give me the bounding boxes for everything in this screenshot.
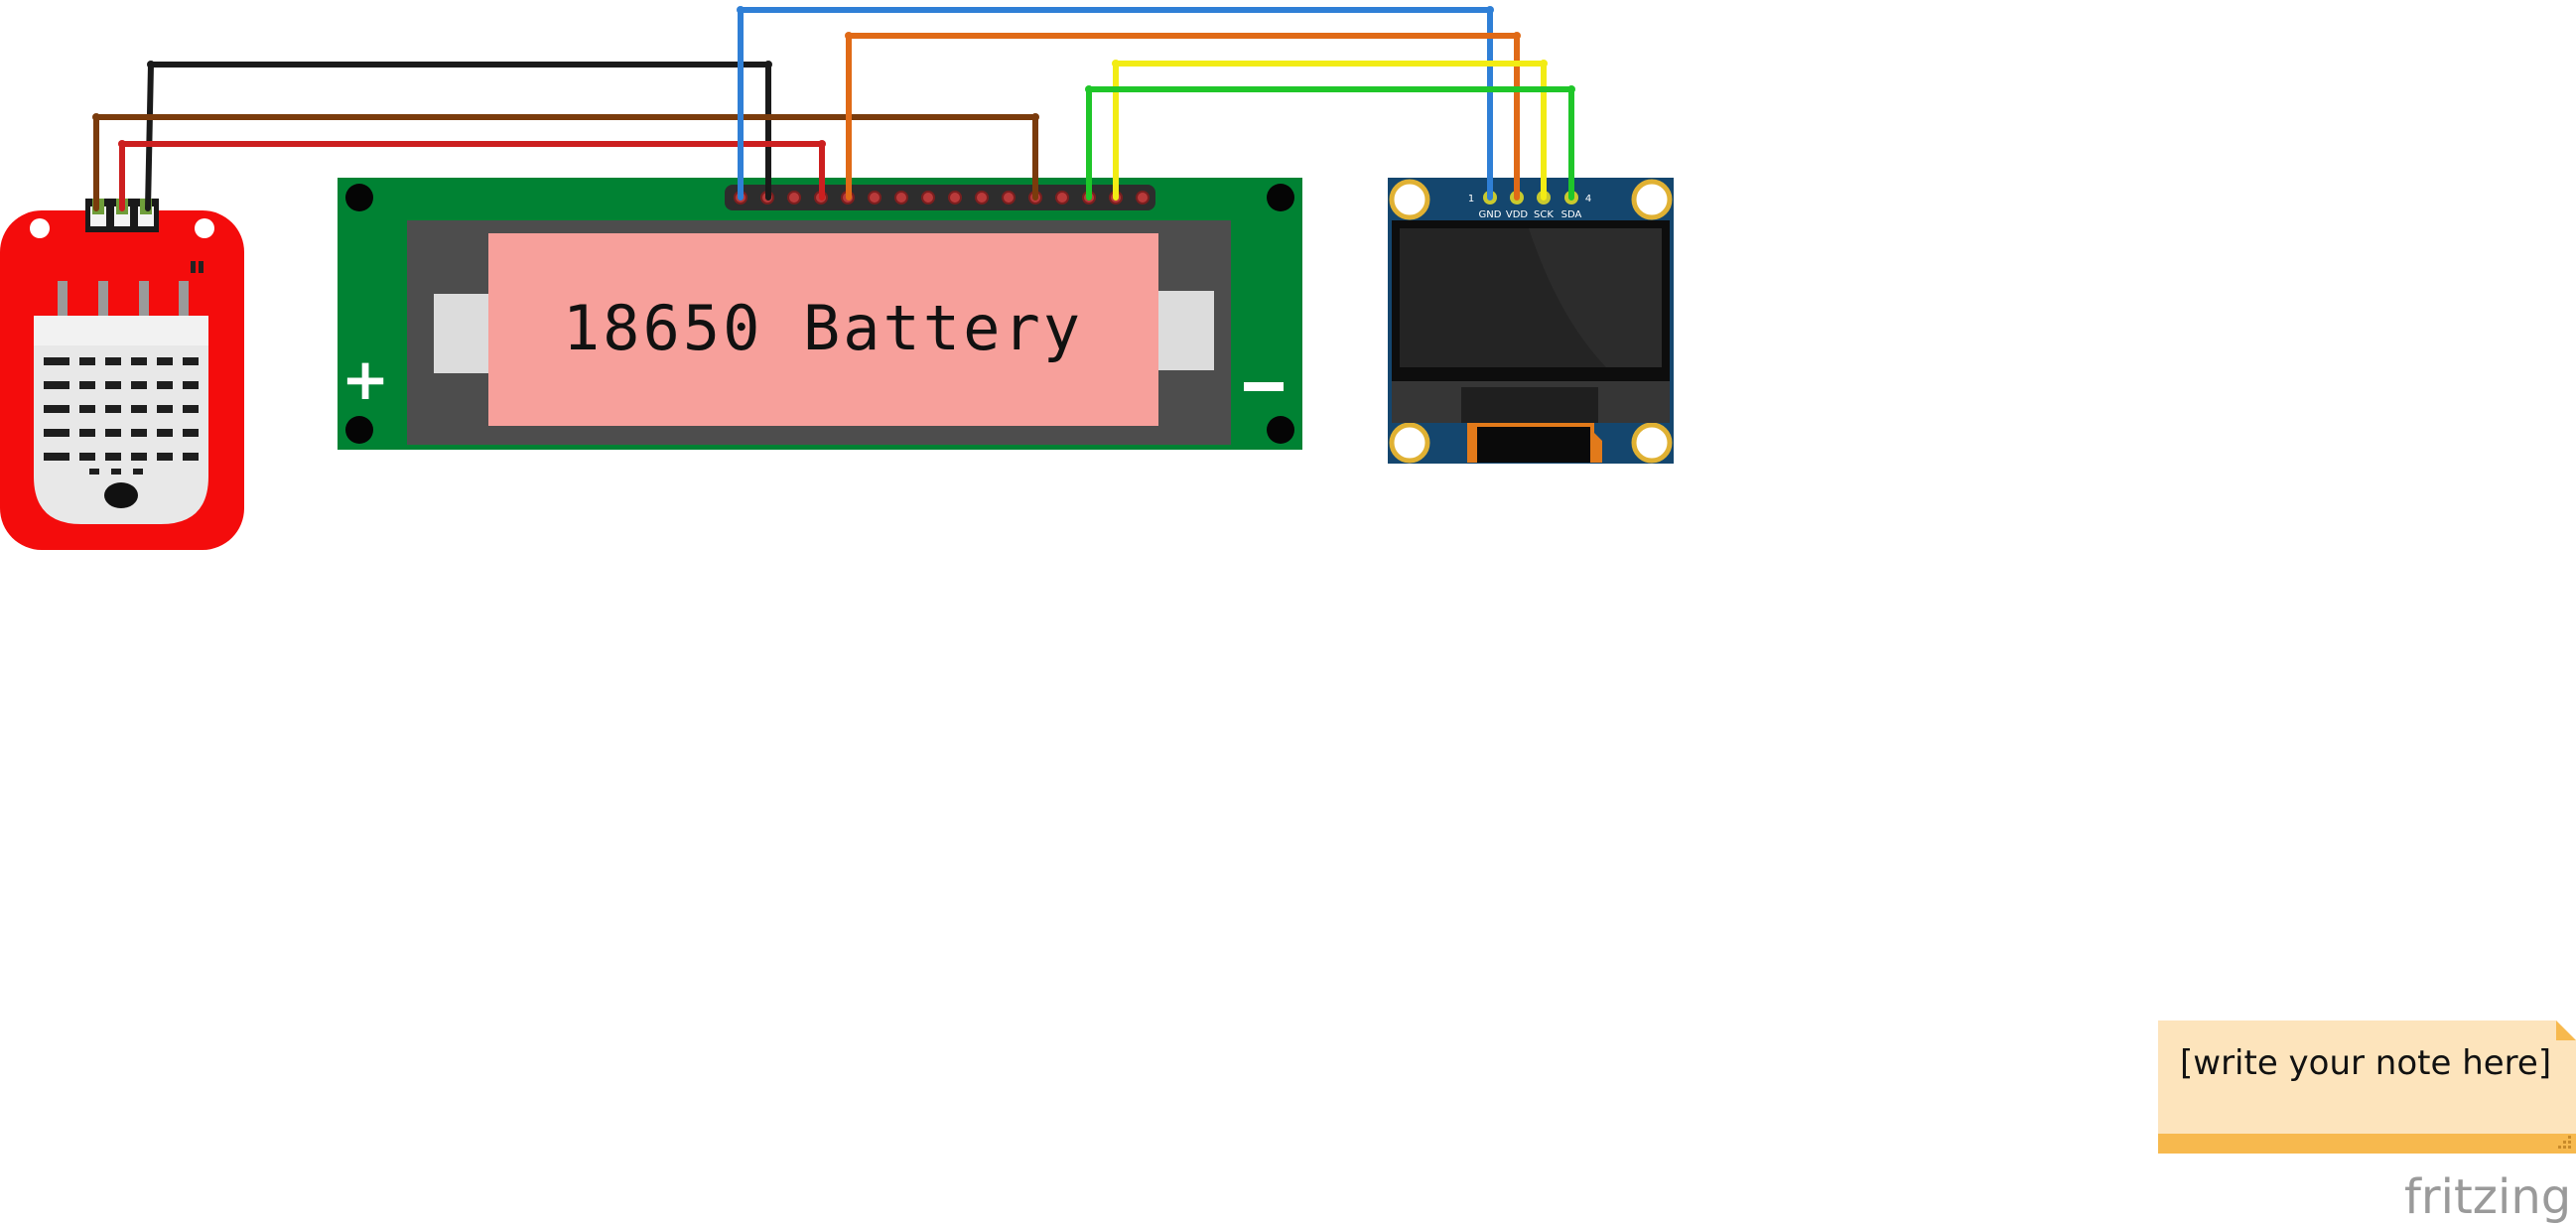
oled-pin-label-sda: SDA bbox=[1561, 209, 1582, 220]
note-bottom-bar bbox=[2158, 1134, 2576, 1154]
sensor-leg bbox=[58, 281, 68, 321]
battery-header-pin[interactable] bbox=[975, 191, 989, 204]
battery-minus-symbol bbox=[1244, 382, 1284, 391]
wires bbox=[93, 7, 1574, 211]
oled-pin-label-gnd: GND bbox=[1479, 209, 1502, 220]
sensor-leg bbox=[139, 281, 149, 321]
battery-header-pin[interactable] bbox=[894, 191, 908, 204]
oled-flex-cable-cover bbox=[1477, 427, 1590, 463]
battery-header-pin[interactable] bbox=[1055, 191, 1069, 204]
oled-screen-glare bbox=[1529, 228, 1662, 367]
battery-header-pin[interactable] bbox=[787, 191, 801, 204]
battery-cell bbox=[488, 233, 1158, 426]
battery-header-pin[interactable] bbox=[1002, 191, 1016, 204]
wire-black[interactable] bbox=[145, 62, 771, 211]
wire-green[interactable] bbox=[1086, 86, 1574, 201]
oled-display-module[interactable]: 1 4 GND VDD SCK SDA bbox=[1388, 178, 1674, 464]
battery-mount-hole bbox=[1267, 184, 1294, 211]
sensor-leg bbox=[179, 281, 189, 321]
sensor-mount-hole-left bbox=[30, 218, 50, 238]
wire-bend-point[interactable] bbox=[118, 140, 126, 148]
oled-ribbon bbox=[1461, 387, 1598, 423]
note-body bbox=[2158, 1020, 2576, 1154]
battery-mount-hole bbox=[345, 416, 373, 444]
battery-mount-hole bbox=[345, 184, 373, 211]
battery-label: 18650 Battery bbox=[563, 292, 1083, 364]
battery-module[interactable]: 18650 Battery + bbox=[338, 178, 1302, 450]
oled-pin-index-first: 1 bbox=[1468, 194, 1474, 204]
wire-brown[interactable] bbox=[93, 114, 1038, 211]
note-text[interactable]: [write your note here] bbox=[2180, 1043, 2551, 1083]
wire-bend-point[interactable] bbox=[92, 113, 100, 121]
wire-bend-point[interactable] bbox=[818, 140, 826, 148]
note-corner bbox=[2556, 1020, 2576, 1040]
battery-mount-hole bbox=[1267, 416, 1294, 444]
note-resize-grip[interactable] bbox=[2558, 1136, 2571, 1149]
battery-header-pin[interactable] bbox=[921, 191, 935, 204]
note[interactable]: [write your note here] bbox=[2158, 1020, 2576, 1154]
oled-mount-hole bbox=[1389, 179, 1430, 220]
wire-yellow[interactable] bbox=[1113, 61, 1547, 201]
battery-header-pin[interactable] bbox=[1136, 191, 1150, 204]
wire-bend-point[interactable] bbox=[1112, 60, 1120, 68]
wire-bend-point[interactable] bbox=[1540, 60, 1548, 68]
battery-header-pin[interactable] bbox=[868, 191, 881, 204]
oled-mount-hole bbox=[1631, 179, 1673, 220]
sensor-mount-hole-right bbox=[195, 218, 214, 238]
sensor-hole bbox=[104, 482, 138, 508]
wire-bend-point[interactable] bbox=[1513, 32, 1521, 40]
wire-bend-point[interactable] bbox=[737, 6, 745, 14]
dht-sensor-module[interactable] bbox=[0, 199, 244, 550]
wire-joints bbox=[92, 6, 1575, 148]
oled-pin-label-sck: SCK bbox=[1534, 209, 1554, 220]
battery-contact-left bbox=[434, 294, 491, 373]
wire-blue[interactable] bbox=[738, 7, 1493, 201]
wire-bend-point[interactable] bbox=[1085, 85, 1093, 93]
wire-bend-point[interactable] bbox=[147, 61, 155, 68]
wire-bend-point[interactable] bbox=[1031, 113, 1039, 121]
sensor-smd-part bbox=[199, 261, 203, 273]
oled-mount-hole bbox=[1631, 422, 1673, 464]
oled-mount-hole bbox=[1389, 422, 1430, 464]
battery-pin-header bbox=[725, 185, 1155, 210]
oled-pin-index-last: 4 bbox=[1585, 194, 1591, 204]
wire-bend-point[interactable] bbox=[1486, 6, 1494, 14]
battery-header-pin[interactable] bbox=[948, 191, 962, 204]
wire-bend-point[interactable] bbox=[1567, 85, 1575, 93]
wire-bend-point[interactable] bbox=[845, 32, 853, 40]
battery-contact-right bbox=[1156, 291, 1214, 370]
sensor-housing-top bbox=[34, 316, 208, 345]
battery-plus-symbol: + bbox=[341, 345, 390, 413]
oled-pin-label-vdd: VDD bbox=[1506, 209, 1529, 220]
fritzing-logo: fritzing bbox=[2404, 1169, 2571, 1224]
wire-orange[interactable] bbox=[846, 33, 1520, 201]
sensor-housing bbox=[34, 316, 208, 524]
sensor-smd-part bbox=[191, 261, 196, 273]
wire-bend-point[interactable] bbox=[764, 61, 772, 68]
wire-red[interactable] bbox=[119, 141, 825, 211]
sensor-leg bbox=[98, 281, 108, 321]
sensor-vent-grid bbox=[44, 357, 199, 475]
